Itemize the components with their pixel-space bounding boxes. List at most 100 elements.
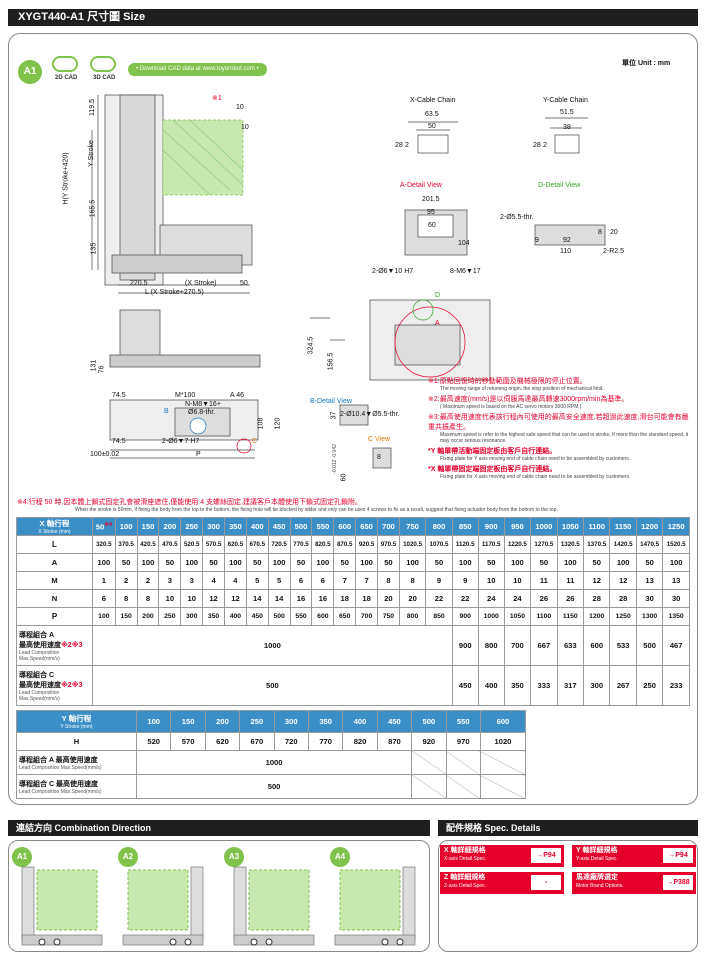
x-cell: 3 xyxy=(158,571,182,590)
dim-d-20: 20 xyxy=(610,229,618,236)
dim-m100: M*100 xyxy=(175,392,196,399)
combination-a4[interactable]: A4 xyxy=(330,845,425,953)
x-cell: 150 xyxy=(114,607,138,626)
x-cell: 8 xyxy=(136,589,160,608)
x-stroke-500: 500 xyxy=(289,517,313,536)
combination-a1[interactable]: A1 xyxy=(12,845,107,953)
y-cell: 570 xyxy=(170,732,206,751)
x-cell: 1250 xyxy=(609,607,637,626)
dim-131: 131 xyxy=(90,359,98,372)
spec-z-axis[interactable]: Z 軸詳細規格 Z-axis Detail Spec. - xyxy=(440,872,564,894)
x-cell: 7 xyxy=(355,571,378,590)
x-cell: 1000 xyxy=(477,607,505,626)
y-speed-c-merged: 500 xyxy=(135,774,413,799)
x-cell: 8 xyxy=(114,589,138,608)
page-header: XYGT440-A1 尺寸圖 Size xyxy=(8,9,698,26)
cad-3d-icon[interactable] xyxy=(90,56,116,72)
dim-holes-1: 2-Ø6▼10 H7 xyxy=(372,268,414,275)
x-stroke-400: 400 xyxy=(245,517,269,536)
main-frame xyxy=(8,33,698,805)
x-cell: 1150 xyxy=(556,607,585,626)
x-cell: 1300 xyxy=(635,607,664,626)
x-cell: 370.5 xyxy=(114,535,138,554)
x-speed-c-label: 導程組合 C 最高使用速度※2※3 Lead Composition Max.S… xyxy=(16,665,93,706)
x-cell: 16 xyxy=(289,589,313,608)
dim-c-60: 60 xyxy=(340,473,348,482)
x-cell: 50 xyxy=(583,553,611,572)
x-cell: 14 xyxy=(245,589,269,608)
dim-y-515: 51.5 xyxy=(560,109,574,116)
x-cell: 720.5 xyxy=(267,535,291,554)
x-stroke-650: 650 xyxy=(355,517,378,536)
dim-hy: H(Y Stroke+420) xyxy=(62,152,70,205)
note-3-mark: ※3 xyxy=(428,414,438,421)
x-cell: 13 xyxy=(635,571,664,590)
x-speed-a-en2: Max.Speed(mm/s) xyxy=(19,655,60,662)
y-speed-c-label: 導程組合 C 最高使用速度 Lead Composition Max.Speed… xyxy=(16,774,137,799)
x-cell: 300 xyxy=(583,665,611,706)
x-cell: 800 xyxy=(477,625,505,666)
dim-10b: 10 xyxy=(241,124,249,131)
y-cell: 620 xyxy=(204,732,241,751)
note-3-zh: :最高使用速度代表該行程內可使用的最高安全速度,若超過此速度,滑台可能會有嚴重共… xyxy=(428,414,689,431)
x-cell: 100 xyxy=(223,553,247,572)
x-cell: 11 xyxy=(556,571,585,590)
x-stroke-header-row: X 軸行程 X Stroke (mm) 50※4 100 150 200 250… xyxy=(16,517,690,536)
x-cell: 670.5 xyxy=(245,535,269,554)
dim-x-50: 50 xyxy=(428,123,436,130)
note-1-mark: ※1 xyxy=(428,378,438,385)
x-stroke-600: 600 xyxy=(333,517,357,536)
spec-x-link[interactable]: →P94 xyxy=(531,848,561,863)
spec-y-link[interactable]: →P94 xyxy=(663,848,693,863)
y-cell: 520 xyxy=(135,732,172,751)
x-cell: 50 xyxy=(289,553,313,572)
x-cell: 900 xyxy=(451,625,479,666)
spec-y-axis[interactable]: Y 軸詳細規格 Y-axis Detail Spec. →P94 xyxy=(572,845,696,867)
y-cell: 720 xyxy=(273,732,309,751)
x-cell: 18 xyxy=(333,589,357,608)
cad-3d-label: 3D CAD xyxy=(93,75,116,81)
x-stroke-350: 350 xyxy=(223,517,247,536)
x-cell: 870.5 xyxy=(333,535,357,554)
dim-d-8: 8 xyxy=(598,229,602,236)
x-cell: 100 xyxy=(355,553,378,572)
download-cad-link[interactable]: • Download CAD data at www.toyorobot.com… xyxy=(128,63,267,76)
x-cell: 1350 xyxy=(662,607,690,626)
combination-a2[interactable]: A2 xyxy=(118,845,213,953)
x-row-a-label: A xyxy=(16,553,93,572)
x-cell: 50 xyxy=(477,553,505,572)
x-cell: 12 xyxy=(583,571,611,590)
dim-x-2: 2 xyxy=(405,142,409,149)
combination-a3-diagram xyxy=(233,866,315,946)
combination-a3[interactable]: A3 xyxy=(224,845,319,953)
dim-x-635: 63.5 xyxy=(425,111,439,118)
dim-135: 135 xyxy=(90,242,98,255)
cad-2d-icon[interactable] xyxy=(52,56,78,72)
note-2-en: ( Maximum speed is based on the AC servo… xyxy=(440,404,582,410)
unit-label: 單位 Unit : mm xyxy=(622,60,671,67)
spec-motor-link[interactable]: →P388 xyxy=(663,875,693,890)
x-cell: 1170.5 xyxy=(477,535,505,554)
combination-a3-badge: A3 xyxy=(224,847,244,867)
combination-a4-badge: A4 xyxy=(330,847,350,867)
x-cell: 620.5 xyxy=(223,535,247,554)
label-c: C xyxy=(252,438,258,445)
y-stroke-350: 350 xyxy=(307,710,344,733)
x-cell: 650 xyxy=(333,607,357,626)
spec-motor-brand[interactable]: 馬達廠牌選定 Motor Brand Options. →P388 xyxy=(572,872,696,894)
dim-2015: 201.5 xyxy=(422,196,440,203)
y-stroke-header-zh: Y 軸行程 xyxy=(61,714,92,723)
x-stroke-900: 900 xyxy=(477,517,505,536)
x-cell: 1070.5 xyxy=(425,535,453,554)
spec-x-axis[interactable]: X 軸詳細規格 X-axis Detail Spec. →P94 xyxy=(440,845,564,867)
x-cell: 850 xyxy=(425,607,453,626)
x-stroke-850: 850 xyxy=(451,517,479,536)
x-cell: 3 xyxy=(180,571,204,590)
spec-z-link[interactable]: - xyxy=(531,875,561,890)
x-cell: 350 xyxy=(503,665,532,706)
dim-y-cable: Y-Cable Chain xyxy=(543,97,588,104)
x-stroke-table: X 軸行程 X Stroke (mm) 50※4 100 150 200 250… xyxy=(16,517,690,706)
y-cell: 870 xyxy=(376,732,413,751)
